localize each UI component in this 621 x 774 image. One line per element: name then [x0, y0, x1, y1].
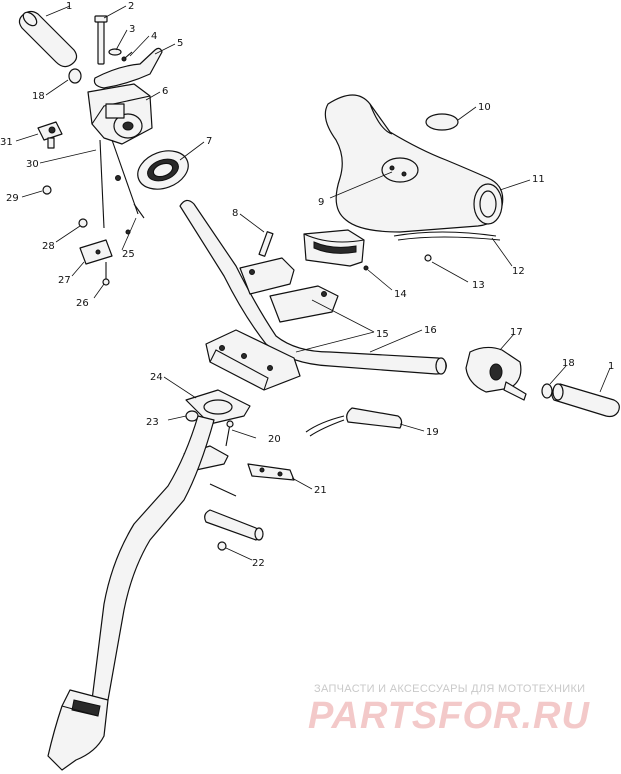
- callout-4: 4: [151, 31, 157, 42]
- callout-11: 11: [532, 174, 545, 185]
- bushing-bolt: [225, 420, 234, 447]
- leader-lines: [15, 5, 611, 561]
- cover-decal: [425, 113, 459, 131]
- clamp-bolt: [94, 15, 108, 65]
- handlebar-pod-cover: [324, 94, 504, 233]
- callout-18-right: 18: [562, 358, 575, 369]
- watermark: ЗАПЧАСТИ И АКСЕССУАРЫ ДЛЯ МОТОТЕХНИКИ PA…: [308, 683, 590, 737]
- callout-23: 23: [146, 417, 159, 428]
- steering-post-lower-arm: [47, 689, 109, 771]
- mounting-plate: [79, 239, 113, 265]
- steering-post-flange: [185, 389, 251, 425]
- cover-screw: [424, 254, 432, 262]
- callout-26: 26: [76, 298, 89, 309]
- steering-bushing-block: [247, 463, 295, 481]
- callout-1-right-grip: 1: [608, 361, 614, 372]
- callout-27: 27: [58, 275, 71, 286]
- callout-8: 8: [232, 208, 238, 219]
- right-grip-end-plug: [541, 383, 553, 399]
- callout-13: 13: [472, 280, 485, 291]
- callout-1-left-grip: 1: [66, 1, 72, 12]
- watermark-brand: PARTSFOR.RU: [308, 695, 590, 737]
- callout-28: 28: [42, 241, 55, 252]
- callout-12: 12: [512, 266, 525, 277]
- callout-10: 10: [478, 102, 491, 113]
- handlebar-riser: [205, 329, 301, 391]
- callout-9: 9: [318, 197, 324, 208]
- grip-end-plug: [68, 68, 82, 84]
- mirror-clamp: [37, 121, 63, 149]
- callout-17: 17: [510, 327, 523, 338]
- callout-labels: 1 2 3 4 5 6 7 8 9 10 11 12 13 14 15 16 1…: [0, 1, 614, 569]
- brake-lever: [93, 47, 163, 89]
- callout-31: 31: [0, 137, 13, 148]
- callout-20: 20: [268, 434, 281, 445]
- right-hand-grip: [551, 383, 620, 418]
- callout-7: 7: [206, 136, 212, 147]
- callout-19: 19: [426, 427, 439, 438]
- watermark-tagline: ЗАПЧАСТИ И АКСЕССУАРЫ ДЛЯ МОТОТЕХНИКИ: [314, 683, 585, 695]
- brake-master-cylinder: [87, 83, 153, 145]
- throttle-switch-ring: [137, 150, 189, 190]
- callout-30: 30: [26, 159, 39, 170]
- callout-6: 6: [162, 86, 168, 97]
- upper-clamp-cap: [239, 257, 339, 323]
- callout-14: 14: [394, 289, 407, 300]
- hex-nut-left: [42, 185, 88, 228]
- callout-15: 15: [376, 329, 389, 340]
- callout-18-left: 18: [32, 91, 45, 102]
- steering-post: [91, 415, 229, 701]
- washer: [108, 48, 122, 56]
- callout-29: 29: [6, 193, 19, 204]
- handlebar-clamp-block: [303, 229, 369, 271]
- clamp-bolt-8: [258, 231, 274, 257]
- callout-25: 25: [122, 249, 135, 260]
- small-screw: [121, 51, 133, 62]
- callout-16: 16: [424, 325, 437, 336]
- mounting-screws: [99, 139, 145, 235]
- spacer-tube: [204, 483, 264, 551]
- left-hand-grip: [18, 10, 78, 68]
- callout-21: 21: [314, 485, 327, 496]
- callout-3: 3: [129, 24, 135, 35]
- callout-22: 22: [252, 558, 265, 569]
- throttle-cable: [393, 231, 501, 241]
- callout-2: 2: [128, 1, 134, 12]
- callout-24: 24: [150, 372, 163, 383]
- grip-heater-element: [305, 407, 403, 437]
- switch-housing: [465, 346, 527, 401]
- flange-nut: [185, 410, 199, 422]
- plate-screw: [102, 262, 110, 286]
- callout-5: 5: [177, 38, 183, 49]
